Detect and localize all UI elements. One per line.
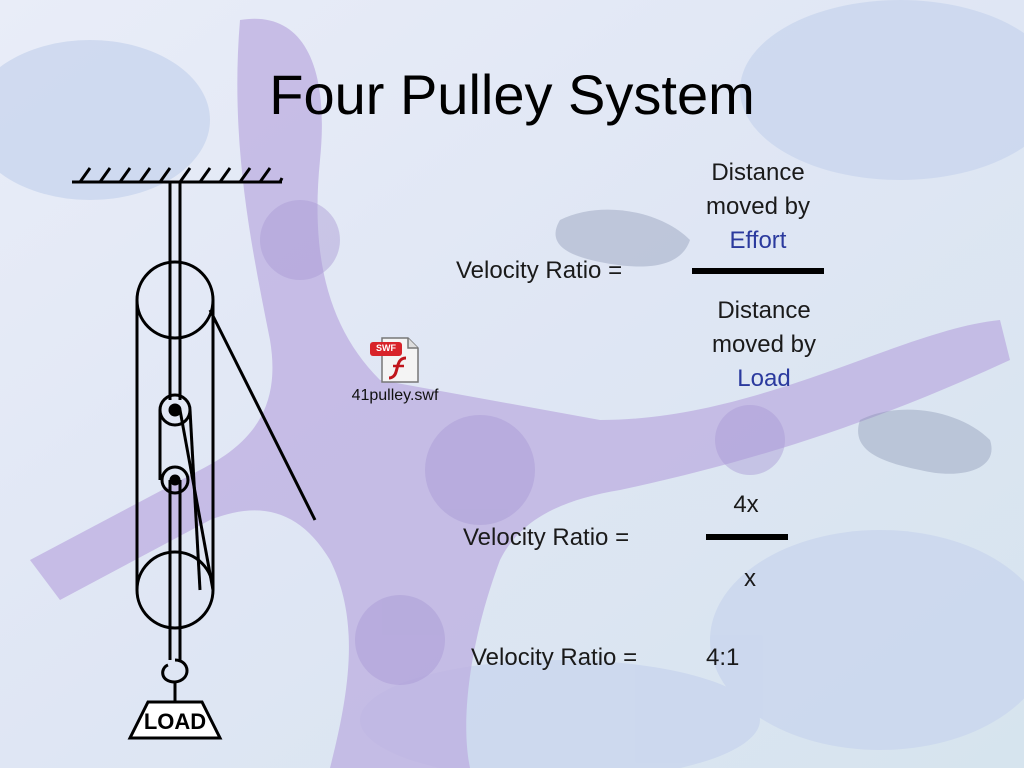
denominator-line-2: moved by: [711, 331, 817, 358]
formula-2-denominator: x: [744, 565, 756, 592]
load-label: LOAD: [144, 709, 206, 734]
formula-2-numerator: 4x: [733, 491, 759, 518]
denominator-load: Load: [737, 365, 791, 392]
numerator-line-1: Distance: [711, 159, 805, 186]
denominator-line-1: Distance: [717, 297, 811, 324]
fraction-bar-1: [692, 268, 824, 274]
numerator-effort: Effort: [729, 227, 787, 254]
swf-badge-label: SWF: [376, 343, 396, 353]
numerator-line-2: moved by: [705, 193, 811, 220]
four-pulley-diagram: LOAD: [72, 167, 317, 740]
formula-1-lhs: Velocity Ratio =: [456, 257, 623, 284]
formula-1-denominator: Distance moved by Load: [686, 294, 842, 396]
load-block: [127, 700, 223, 740]
formula-2-lhs: Velocity Ratio =: [463, 524, 630, 551]
flash-file-icon[interactable]: SWF: [368, 336, 422, 384]
swf-filename-label[interactable]: 41pulley.swf: [351, 387, 439, 404]
formula-3-lhs: Velocity Ratio =: [471, 644, 638, 671]
formula-3-result: 4:1: [706, 644, 740, 671]
fraction-bar-2: [706, 534, 788, 540]
formula-1-numerator: Distance moved by Effort: [680, 156, 836, 258]
slide-title: Four Pulley System: [269, 63, 755, 126]
